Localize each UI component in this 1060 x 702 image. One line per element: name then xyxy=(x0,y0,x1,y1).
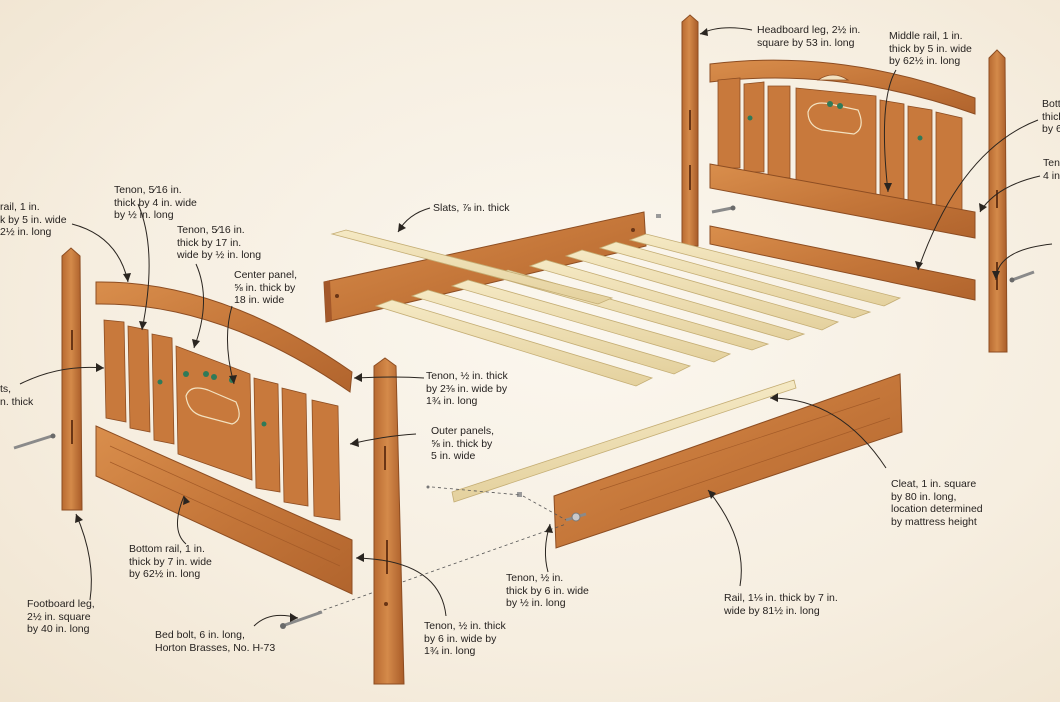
label-line: thick by 5 in. wide xyxy=(889,42,972,55)
label-line: Cleat, 1 in. square xyxy=(891,478,977,490)
label-line: n. thick xyxy=(0,395,34,408)
label-line: by mattress height xyxy=(891,515,977,528)
label-middle-rail-headboard: Middle rail, 1 in. thick by 5 in. wide b… xyxy=(889,30,972,68)
headboard-bolt-right xyxy=(1009,270,1035,283)
label-slats: Slats, ⅞ in. thick xyxy=(433,202,509,215)
footboard-top-rail xyxy=(95,281,353,393)
cleat xyxy=(451,379,797,503)
label-line: location determined xyxy=(891,503,983,515)
label-line: by 62½ in. long xyxy=(129,568,201,580)
label-line: 1¾ in. long xyxy=(424,645,476,657)
label-line: 5 in. wide xyxy=(431,450,476,462)
headboard xyxy=(681,14,1035,353)
headboard-leg-right xyxy=(988,49,1008,353)
footboard-bottom-rail xyxy=(95,425,353,595)
label-line: Horton Brasses, No. H-73 xyxy=(155,641,276,654)
label-line: thick xyxy=(1042,110,1060,123)
label-bottom-rail-headboard: Bott thick by 6 xyxy=(1042,98,1060,136)
label-bottom-rail-footboard: Bottom rail, 1 in. thick by 7 in. wide b… xyxy=(129,543,212,581)
label-line: Slats, ⅞ in. thick xyxy=(433,202,510,214)
label-line: Tenon, 5⁄16 in. xyxy=(114,184,182,196)
label-bed-bolt: Bed bolt, 6 in. long, Horton Brasses, No… xyxy=(155,629,275,654)
label-tenon-6in-rail: Tenon, ½ in. thick by 6 in. wide by ½ in… xyxy=(506,572,589,610)
assembly-lines xyxy=(317,486,567,613)
label-outer-panels: Outer panels, ⅝ in. thick by 5 in. wide xyxy=(431,425,494,463)
label-line: 2½ in. square xyxy=(27,610,91,623)
label-line: wide by 81½ in. long xyxy=(724,604,820,617)
bed-bolt-footboard xyxy=(280,610,323,629)
rail-bolt-nut xyxy=(426,485,587,522)
label-tenon-17in: Tenon, 5⁄16 in. thick by 17 in. wide by … xyxy=(177,224,261,262)
label-line: ⅝ in. thick by xyxy=(234,281,296,294)
label-middle-rail-footboard: rail, 1 in. k by 5 in. wide 2½ in. long xyxy=(0,201,67,239)
label-tenon-4in: Tenon, 5⁄16 in. thick by 4 in. wide by ½… xyxy=(114,184,197,222)
footboard-bolt-left xyxy=(13,433,56,450)
label-line: Footboard leg, xyxy=(27,598,95,610)
label-line: by 62½ in. long xyxy=(889,55,961,67)
label-line: thick by 4 in. wide xyxy=(114,196,197,209)
footboard xyxy=(13,247,405,685)
label-line: Outer panels, xyxy=(431,425,495,437)
label-footboard-leg: Footboard leg, 2½ in. square by 40 in. l… xyxy=(27,598,95,636)
label-line: Rail, 1⅛ in. thick by 7 in. xyxy=(724,592,838,604)
label-tenon-6in-footboard: Tenon, ½ in. thick by 6 in. wide by 1¾ i… xyxy=(424,620,506,658)
label-cleat: Cleat, 1 in. square by 80 in. long, loca… xyxy=(891,478,983,528)
label-line: thick by 6 in. wide xyxy=(506,584,589,597)
bed-slats xyxy=(330,229,902,387)
label-line: Center panel, xyxy=(234,269,298,281)
label-line: 2½ in. long xyxy=(0,226,52,238)
label-slats-footboard: ts, n. thick xyxy=(0,383,33,408)
label-line: rail, 1 in. xyxy=(0,201,40,213)
label-line: ⅝ in. thick by xyxy=(431,437,493,450)
label-line: by ½ in. long xyxy=(506,597,566,609)
footboard-leg-right xyxy=(373,357,405,685)
label-line: by 2⅜ in. wide by xyxy=(426,382,508,395)
leader-arrowheads xyxy=(75,28,1000,622)
label-line: by 40 in. long xyxy=(27,623,90,635)
label-line: wide by ½ in. long xyxy=(177,249,262,261)
headboard-leg-left xyxy=(681,14,699,247)
label-line: Bed bolt, 6 in. long, xyxy=(155,629,245,641)
label-line: by 6 in. wide by xyxy=(424,632,497,645)
label-line: Bott xyxy=(1042,98,1060,110)
label-tenon-2-3-8: Tenon, ½ in. thick by 2⅜ in. wide by 1¾ … xyxy=(426,370,508,408)
label-rail: Rail, 1⅛ in. thick by 7 in. wide by 81½ … xyxy=(724,592,838,617)
label-line: 18 in. wide xyxy=(234,294,285,306)
label-center-panel: Center panel, ⅝ in. thick by 18 in. wide xyxy=(234,269,297,307)
front-side-rail xyxy=(553,373,903,549)
footboard-leg-left xyxy=(61,247,83,511)
label-line: by ½ in. long xyxy=(114,209,174,221)
label-line: Tenon, 5⁄16 in. xyxy=(177,224,245,236)
label-line: Bottom rail, 1 in. xyxy=(129,543,205,555)
slat-screw xyxy=(656,214,661,218)
footboard-panels xyxy=(103,319,341,521)
label-line: Ten xyxy=(1043,157,1060,169)
headboard-middle-rail xyxy=(709,163,976,239)
label-line: thick by 17 in. xyxy=(177,236,242,249)
label-line: square by 53 in. long xyxy=(757,36,855,49)
label-line: ts, xyxy=(0,383,12,395)
label-line: thick by 7 in. wide xyxy=(129,555,212,568)
label-tenon-headboard: Ten 4 in xyxy=(1043,157,1060,182)
label-line: Middle rail, 1 in. xyxy=(889,30,963,42)
label-line: Tenon, ½ in. thick xyxy=(426,370,508,382)
headboard-top-rail xyxy=(709,59,976,115)
label-line: k by 5 in. wide xyxy=(0,213,67,226)
label-line: by 80 in. long, xyxy=(891,490,957,503)
label-headboard-leg: Headboard leg, 2½ in. square by 53 in. l… xyxy=(757,24,860,49)
label-line: Headboard leg, 2½ in. xyxy=(757,24,861,36)
headboard-slats xyxy=(717,77,963,211)
label-line: 1¾ in. long xyxy=(426,395,478,407)
label-line: Tenon, ½ in. thick xyxy=(424,620,506,632)
label-line: Tenon, ½ in. xyxy=(506,572,564,584)
headboard-bottom-rail xyxy=(709,225,976,301)
label-line: 4 in xyxy=(1043,169,1060,182)
headboard-bolt-left xyxy=(711,205,736,214)
label-line: by 6 xyxy=(1042,123,1060,135)
